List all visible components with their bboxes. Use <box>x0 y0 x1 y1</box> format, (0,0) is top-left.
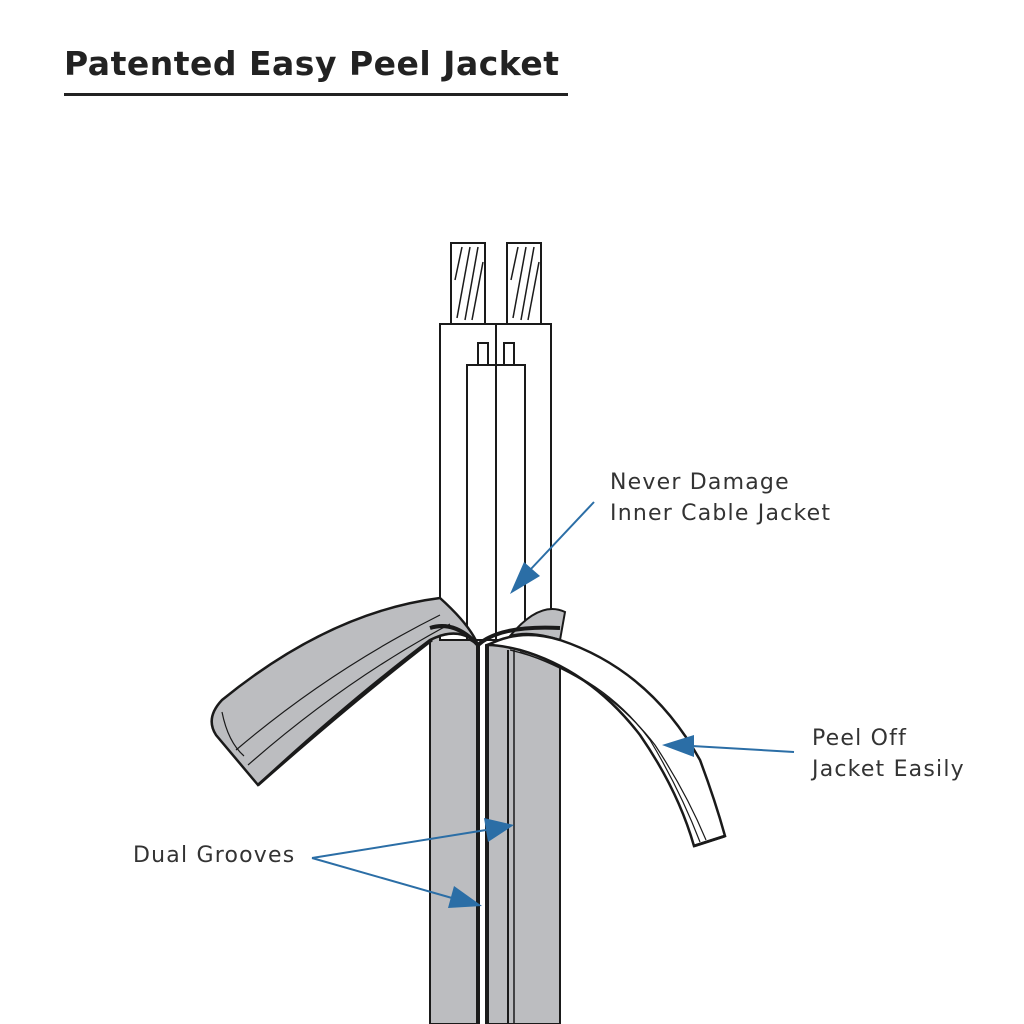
conductor-left <box>450 242 486 325</box>
callout-dual-grooves: Dual Grooves <box>133 840 295 871</box>
inner-slot-right <box>503 342 515 366</box>
jacket-collar-right <box>507 608 567 642</box>
callout-grooves-line1: Dual Grooves <box>133 843 296 868</box>
title-underline <box>64 93 568 96</box>
inner-core-left <box>466 364 497 641</box>
outer-jacket-left <box>429 634 479 1024</box>
callout-peel-off: Peel Off Jacket Easily <box>812 723 965 785</box>
callout-inner-cable: Never Damage Inner Cable Jacket <box>610 467 831 529</box>
page-title: Patented Easy Peel Jacket <box>64 44 560 83</box>
inner-slot-left <box>477 342 489 366</box>
arrow-groove-bottom <box>311 857 482 908</box>
conductor-right <box>506 242 542 325</box>
callout-inner-line2: Inner Cable Jacket <box>610 501 832 526</box>
inner-cable <box>439 323 552 641</box>
callout-peel-line1: Peel Off <box>812 726 908 751</box>
inner-core-right <box>495 364 526 641</box>
arrow-peel-off <box>662 735 795 757</box>
callout-peel-line2: Jacket Easily <box>812 757 965 782</box>
arrow-inner-cable <box>510 501 595 594</box>
callout-inner-line1: Never Damage <box>610 470 790 495</box>
arrow-groove-top <box>311 818 514 859</box>
jacket-seam <box>429 624 561 648</box>
